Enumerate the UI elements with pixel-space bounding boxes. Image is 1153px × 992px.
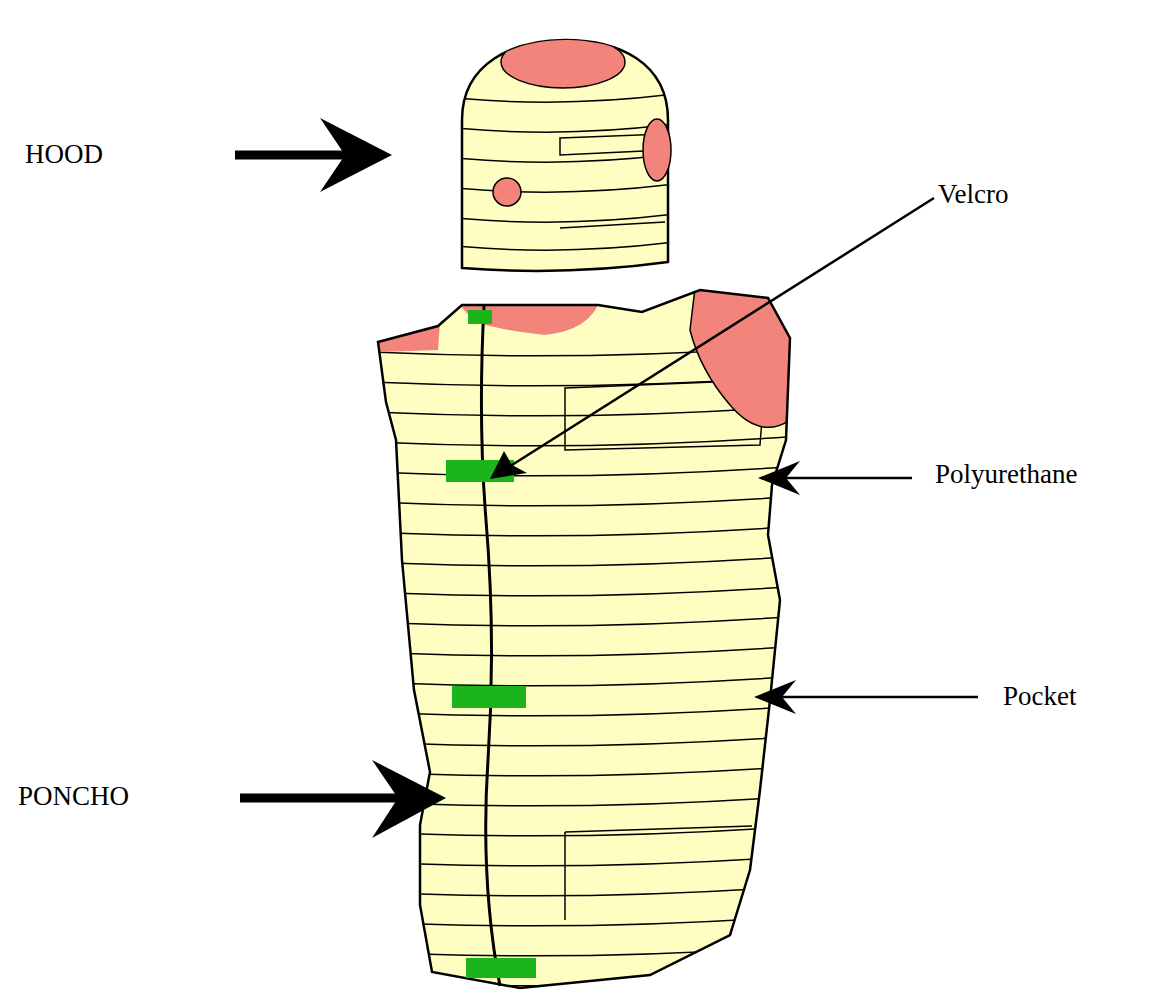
part-label: Pocket [1003,682,1077,712]
pocket-outline [565,380,765,920]
seam-line [455,184,675,192]
leader-arrows [235,118,978,838]
seam-line [370,676,800,686]
seam-line [370,946,800,956]
seam-line [455,124,675,132]
part-label: PONCHO [18,782,129,812]
hood [455,36,675,271]
seam-line [370,856,800,866]
seam-line [370,616,800,626]
seam-line [370,556,800,566]
seam-line [370,526,800,536]
velcro-strip [468,310,492,324]
seam-line [370,646,800,656]
seam-line [370,496,800,506]
seam-line [370,586,800,596]
seam-line [455,214,675,222]
part-label: Velcro [938,180,1008,210]
seam-line [370,436,800,446]
seam-line [370,736,800,746]
poncho [370,288,800,988]
part-label: Polyurethane [935,460,1077,490]
seam-line [455,94,675,102]
velcro-strip [466,958,536,978]
velcro-strip [452,686,526,708]
part-label: HOOD [25,140,103,170]
seam-line [370,766,800,776]
seam-line [370,706,800,716]
seam-line [370,466,800,476]
seam-line [455,242,675,250]
seam-line [370,886,800,896]
